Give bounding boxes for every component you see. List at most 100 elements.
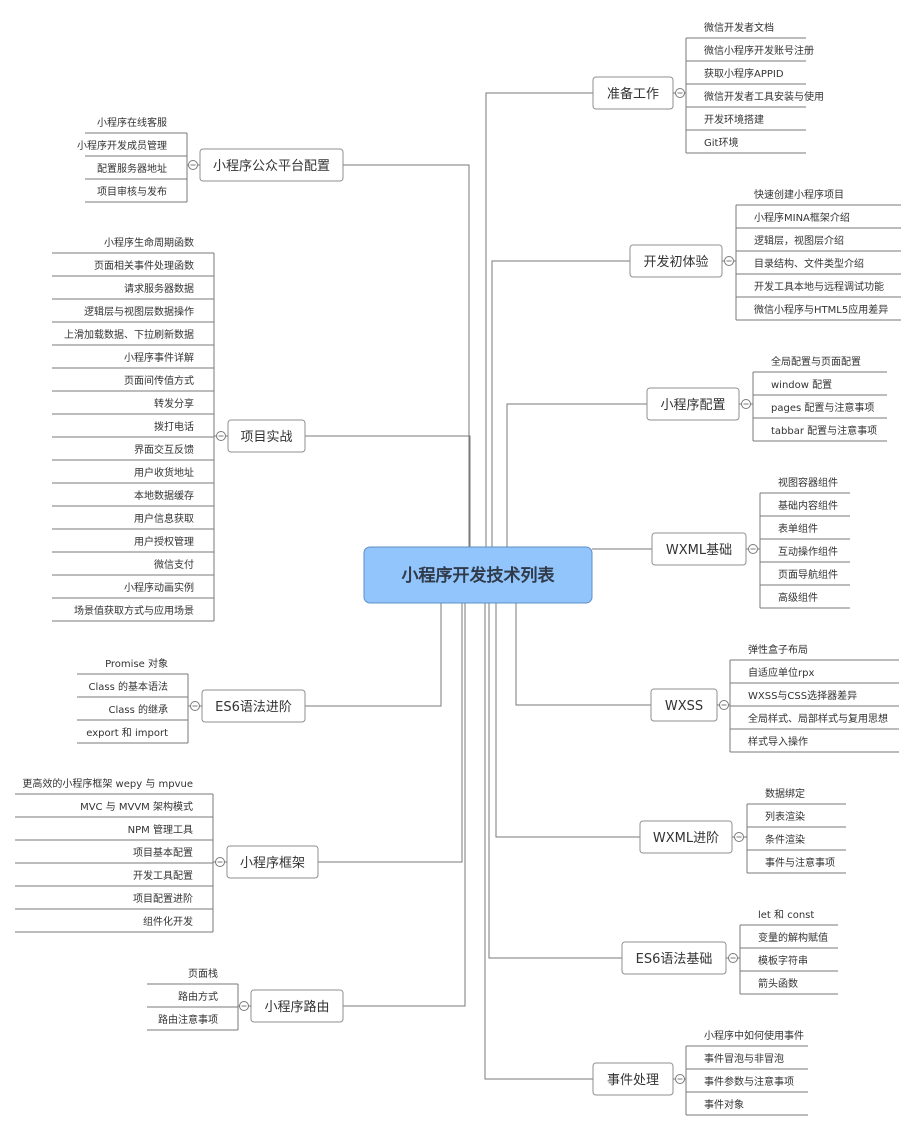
leaf-es6adv-3[interactable]: export 和 import xyxy=(77,727,188,744)
leaf-es6adv-1[interactable]: Class 的基本语法 xyxy=(77,680,188,698)
leaf-intro-1[interactable]: 小程序MINA框架介绍 xyxy=(736,211,901,229)
leaf-routing-2[interactable]: 路由注意事项 xyxy=(147,1013,238,1031)
leaf-intro-4[interactable]: 开发工具本地与远程调试功能 xyxy=(736,280,901,298)
leaf-project-0[interactable]: 小程序生命周期函数 xyxy=(52,236,214,254)
leaf-wxml-5[interactable]: 高级组件 xyxy=(760,591,850,609)
leaf-framework-1[interactable]: MVC 与 MVVM 架构模式 xyxy=(15,800,213,818)
leaf-wxml-3[interactable]: 互动操作组件 xyxy=(760,545,850,563)
leaf-framework-3[interactable]: 项目基本配置 xyxy=(15,846,213,864)
leaf-project-12[interactable]: 用户信息获取 xyxy=(52,512,214,530)
leaf-project-5[interactable]: 小程序事件详解 xyxy=(52,351,214,369)
leaf-events-0[interactable]: 小程序中如何使用事件 xyxy=(686,1029,808,1047)
leaf-es6basic-3[interactable]: 箭头函数 xyxy=(740,977,838,995)
collapse-minus-icon[interactable] xyxy=(728,953,738,963)
collapse-minus-icon[interactable] xyxy=(675,1074,685,1084)
leaf-project-16[interactable]: 场景值获取方式与应用场景 xyxy=(52,604,214,622)
root-node[interactable]: 小程序开发技术列表 xyxy=(363,546,593,604)
leaf-es6basic-2[interactable]: 模板字符串 xyxy=(740,954,838,972)
collapse-minus-icon[interactable] xyxy=(741,399,751,409)
leaf-prep-4[interactable]: 开发环境搭建 xyxy=(686,113,806,131)
leaf-framework-4[interactable]: 开发工具配置 xyxy=(15,869,213,887)
branch-wxss[interactable]: WXSS弹性盒子布局自适应单位rpxWXSS与CSS选择器差异全局样式、局部样式… xyxy=(650,643,899,753)
leaf-project-11[interactable]: 本地数据缓存 xyxy=(52,489,214,507)
collapse-minus-icon[interactable] xyxy=(734,832,744,842)
leaf-routing-1[interactable]: 路由方式 xyxy=(147,990,238,1008)
collapse-minus-icon[interactable] xyxy=(675,88,685,98)
collapse-minus-icon[interactable] xyxy=(724,256,734,266)
leaf-project-15[interactable]: 小程序动画实例 xyxy=(52,581,214,599)
leaf-intro-2[interactable]: 逻辑层，视图层介绍 xyxy=(736,234,901,252)
branch-project[interactable]: 项目实战小程序生命周期函数页面相关事件处理函数请求服务器数据逻辑层与视图层数据操… xyxy=(52,236,306,622)
leaf-project-1[interactable]: 页面相关事件处理函数 xyxy=(52,259,214,277)
leaf-prep-0[interactable]: 微信开发者文档 xyxy=(686,21,806,39)
collapse-minus-icon[interactable] xyxy=(216,431,226,441)
leaf-es6adv-0[interactable]: Promise 对象 xyxy=(77,657,188,675)
leaf-config-3[interactable]: tabbar 配置与注意事项 xyxy=(753,424,887,442)
leaf-config-1[interactable]: window 配置 xyxy=(753,379,887,396)
leaf-project-10[interactable]: 用户收货地址 xyxy=(52,466,214,484)
collapse-minus-icon[interactable] xyxy=(215,857,225,867)
leaf-project-3[interactable]: 逻辑层与视图层数据操作 xyxy=(52,305,214,323)
leaf-prep-1[interactable]: 微信小程序开发账号注册 xyxy=(686,44,814,62)
branch-prep[interactable]: 准备工作微信开发者文档微信小程序开发账号注册获取小程序APPID微信开发者工具安… xyxy=(592,21,824,154)
collapse-minus-icon[interactable] xyxy=(239,1001,249,1011)
leaf-es6basic-0[interactable]: let 和 const xyxy=(740,909,838,926)
leaf-framework-2[interactable]: NPM 管理工具 xyxy=(15,823,213,841)
leaf-project-13[interactable]: 用户授权管理 xyxy=(52,535,214,553)
leaf-framework-5[interactable]: 项目配置进阶 xyxy=(15,892,213,910)
leaf-config-0[interactable]: 全局配置与页面配置 xyxy=(753,355,887,373)
leaf-routing-0[interactable]: 页面栈 xyxy=(147,967,238,985)
leaf-project-2[interactable]: 请求服务器数据 xyxy=(52,282,214,300)
leaf-wxml-4[interactable]: 页面导航组件 xyxy=(760,568,850,586)
leaf-wxss-3[interactable]: 全局样式、局部样式与复用思想 xyxy=(730,712,899,730)
leaf-events-3[interactable]: 事件对象 xyxy=(686,1098,808,1116)
leaf-platform-0[interactable]: 小程序在线客服 xyxy=(85,116,187,134)
leaf-wxmladv-2[interactable]: 条件渲染 xyxy=(747,833,846,851)
leaf-wxss-4[interactable]: 样式导入操作 xyxy=(730,735,899,753)
leaf-wxml-0[interactable]: 视图容器组件 xyxy=(760,476,850,494)
leaf-platform-3[interactable]: 项目审核与发布 xyxy=(85,185,187,203)
leaf-project-8[interactable]: 拨打电话 xyxy=(52,420,214,438)
leaf-wxml-2[interactable]: 表单组件 xyxy=(760,522,850,540)
leaf-framework-6[interactable]: 组件化开发 xyxy=(15,915,213,933)
leaf-project-4[interactable]: 上滑加载数据、下拉刷新数据 xyxy=(52,328,214,346)
collapse-minus-icon[interactable] xyxy=(190,701,200,711)
leaf-intro-3[interactable]: 目录结构、文件类型介绍 xyxy=(736,257,901,275)
leaf-prep-2[interactable]: 获取小程序APPID xyxy=(686,67,806,85)
leaf-intro-0[interactable]: 快速创建小程序项目 xyxy=(736,188,901,206)
leaf-wxss-1[interactable]: 自适应单位rpx xyxy=(730,666,899,684)
leaf-wxmladv-0[interactable]: 数据绑定 xyxy=(747,787,846,805)
leaf-config-2[interactable]: pages 配置与注意事项 xyxy=(753,401,887,419)
leaf-es6adv-2[interactable]: Class 的继承 xyxy=(77,703,188,721)
leaf-es6basic-1[interactable]: 变量的解构赋值 xyxy=(740,931,838,949)
leaf-project-9[interactable]: 界面交互反馈 xyxy=(52,443,214,461)
branch-intro[interactable]: 开发初体验快速创建小程序项目小程序MINA框架介绍逻辑层，视图层介绍目录结构、文… xyxy=(629,188,901,321)
leaf-wxmladv-1[interactable]: 列表渲染 xyxy=(747,810,846,828)
collapse-minus-icon[interactable] xyxy=(188,160,198,170)
leaf-project-7[interactable]: 转发分享 xyxy=(52,397,214,415)
leaf-project-6[interactable]: 页面间传值方式 xyxy=(52,374,214,392)
leaf-prep-5[interactable]: Git环境 xyxy=(686,136,806,154)
leaf-wxml-1[interactable]: 基础内容组件 xyxy=(760,499,850,517)
leaf-prep-3[interactable]: 微信开发者工具安装与使用 xyxy=(686,90,824,108)
leaf-platform-1[interactable]: 小程序开发成员管理 xyxy=(77,139,187,157)
leaf-wxss-0[interactable]: 弹性盒子布局 xyxy=(730,643,899,661)
leaf-events-2[interactable]: 事件参数与注意事项 xyxy=(686,1075,808,1093)
collapse-minus-icon[interactable] xyxy=(719,700,729,710)
collapse-minus-icon[interactable] xyxy=(748,544,758,554)
leaf-intro-5[interactable]: 微信小程序与HTML5应用差异 xyxy=(736,303,901,321)
leaf-framework-0[interactable]: 更高效的小程序框架 wepy 与 mpvue xyxy=(15,777,213,795)
leaf-project-14[interactable]: 微信支付 xyxy=(52,558,214,576)
leaf-events-1[interactable]: 事件冒泡与非冒泡 xyxy=(686,1052,808,1070)
leaf-wxmladv-3[interactable]: 事件与注意事项 xyxy=(747,856,846,874)
leaf-platform-2[interactable]: 配置服务器地址 xyxy=(85,162,187,180)
